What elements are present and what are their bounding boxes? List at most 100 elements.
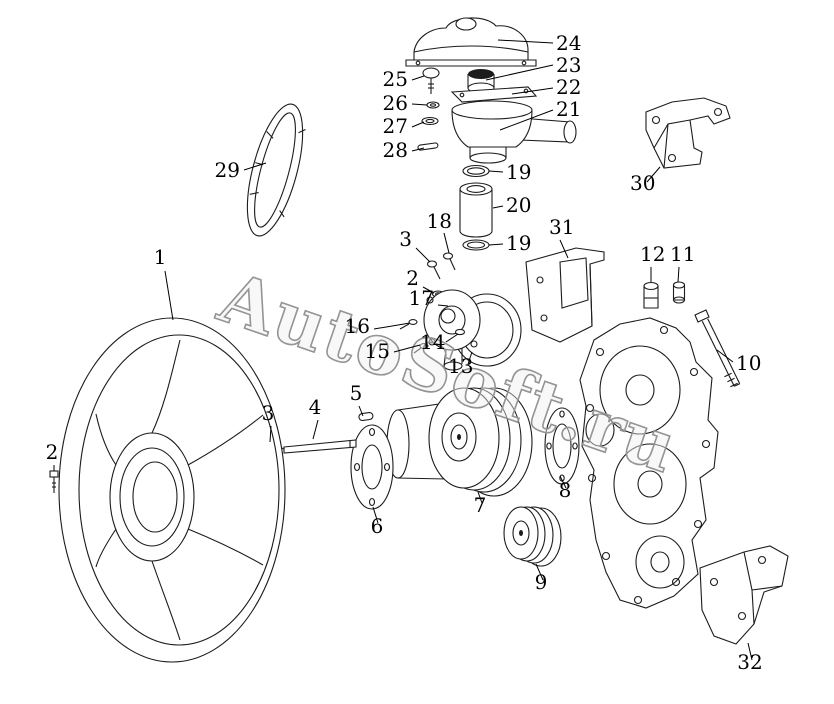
callout-31: 31 <box>549 215 574 259</box>
part-shaft-4 <box>283 439 357 454</box>
part-fan-pulley <box>428 387 533 497</box>
svg-text:22: 22 <box>556 75 581 99</box>
part-screw-25 <box>422 67 440 94</box>
svg-text:25: 25 <box>383 67 408 91</box>
svg-text:12: 12 <box>640 242 665 266</box>
part-thermostat-cover <box>405 17 537 67</box>
callout-18: 18 <box>427 209 452 254</box>
callout-29: 29 <box>215 158 267 182</box>
callout-26: 26 <box>383 91 428 115</box>
svg-text:14: 14 <box>420 330 445 354</box>
callout-24: 24 <box>497 31 581 55</box>
svg-text:23: 23 <box>556 53 581 77</box>
callout-10: 10 <box>716 349 761 375</box>
part-water-pump <box>423 289 522 371</box>
callout-27: 27 <box>383 114 425 138</box>
svg-text:4: 4 <box>309 395 322 419</box>
part-washer-14 <box>454 328 466 336</box>
svg-text:3: 3 <box>262 401 275 425</box>
callout-32: 32 <box>737 642 763 674</box>
callout-7: 7 <box>474 491 487 517</box>
part-timing-cover <box>579 317 719 609</box>
svg-text:15: 15 <box>365 339 390 363</box>
svg-text:3: 3 <box>399 227 412 251</box>
part-seal-plate-8 <box>544 407 580 485</box>
part-bolt-10 <box>694 309 741 388</box>
callout-20: 20 <box>492 193 531 217</box>
part-bracket-30 <box>645 97 731 169</box>
svg-text:8: 8 <box>559 478 572 502</box>
part-washer-26 <box>426 101 440 109</box>
svg-text:24: 24 <box>556 31 581 55</box>
svg-text:19: 19 <box>506 160 531 184</box>
part-bracket-32 <box>699 545 789 645</box>
callout-22: 22 <box>511 75 581 99</box>
svg-text:27: 27 <box>383 114 408 138</box>
callout-19-upper: 19 <box>488 160 531 184</box>
svg-text:7: 7 <box>474 493 487 517</box>
callout-23: 23 <box>485 53 581 81</box>
part-pipe-20 <box>459 182 493 238</box>
part-key-5 <box>358 411 374 422</box>
part-bolt-3-pump <box>426 260 441 280</box>
part-11 <box>672 281 686 304</box>
svg-text:2: 2 <box>46 440 59 464</box>
svg-text:29: 29 <box>215 158 240 182</box>
part-small-pulley-9 <box>503 506 562 567</box>
part-gasket-22 <box>450 86 538 103</box>
callout-2-left: 2 <box>46 440 59 471</box>
svg-text:16: 16 <box>345 314 370 338</box>
callout-1: 1 <box>154 245 174 321</box>
part-bolt-15 <box>413 343 429 354</box>
svg-text:20: 20 <box>506 193 531 217</box>
svg-text:9: 9 <box>535 570 548 594</box>
callout-2-pump: 2 <box>406 266 435 294</box>
svg-text:30: 30 <box>630 171 655 195</box>
part-ring-19-lower <box>462 239 490 251</box>
svg-text:1: 1 <box>154 245 167 269</box>
svg-text:19: 19 <box>506 231 531 255</box>
part-hub-flange-6 <box>350 424 394 510</box>
callout-25: 25 <box>383 67 425 91</box>
svg-text:5: 5 <box>350 381 363 405</box>
callout-14: 14 <box>420 330 459 354</box>
callout-19-lower: 19 <box>488 231 531 255</box>
callout-21: 21 <box>499 97 581 131</box>
part-thermostat-housing <box>451 100 577 164</box>
part-ring-19-upper <box>462 164 490 178</box>
part-bolt-2-left <box>49 470 59 493</box>
svg-text:26: 26 <box>383 91 408 115</box>
part-washer-27 <box>421 116 439 126</box>
svg-text:17: 17 <box>409 286 434 310</box>
part-v-belt-29 <box>246 103 306 237</box>
part-bolt-16 <box>399 319 418 330</box>
svg-text:6: 6 <box>371 514 384 538</box>
part-12 <box>643 281 659 309</box>
svg-text:13: 13 <box>448 354 473 378</box>
svg-text:28: 28 <box>383 138 408 162</box>
callout-15: 15 <box>365 339 421 363</box>
svg-text:18: 18 <box>427 209 452 233</box>
part-fan-assembly-1 <box>58 317 286 663</box>
callout-6: 6 <box>371 506 384 538</box>
callout-16: 16 <box>345 314 411 338</box>
callout-30: 30 <box>630 166 661 195</box>
callout-17: 17 <box>409 286 449 310</box>
callout-3-shaft: 3 <box>262 401 275 443</box>
svg-text:11: 11 <box>670 242 695 266</box>
callout-13: 13 <box>448 351 473 378</box>
svg-text:31: 31 <box>549 215 574 239</box>
part-bracket-31 <box>525 247 605 343</box>
callout-12: 12 <box>640 242 665 282</box>
svg-text:21: 21 <box>556 97 581 121</box>
callout-9: 9 <box>535 563 548 594</box>
callout-11: 11 <box>670 242 695 283</box>
callout-4: 4 <box>309 395 322 440</box>
callout-8: 8 <box>559 475 572 502</box>
svg-text:32: 32 <box>737 650 762 674</box>
part-bolt-18 <box>442 252 456 271</box>
svg-text:2: 2 <box>406 266 419 290</box>
svg-text:10: 10 <box>736 351 761 375</box>
